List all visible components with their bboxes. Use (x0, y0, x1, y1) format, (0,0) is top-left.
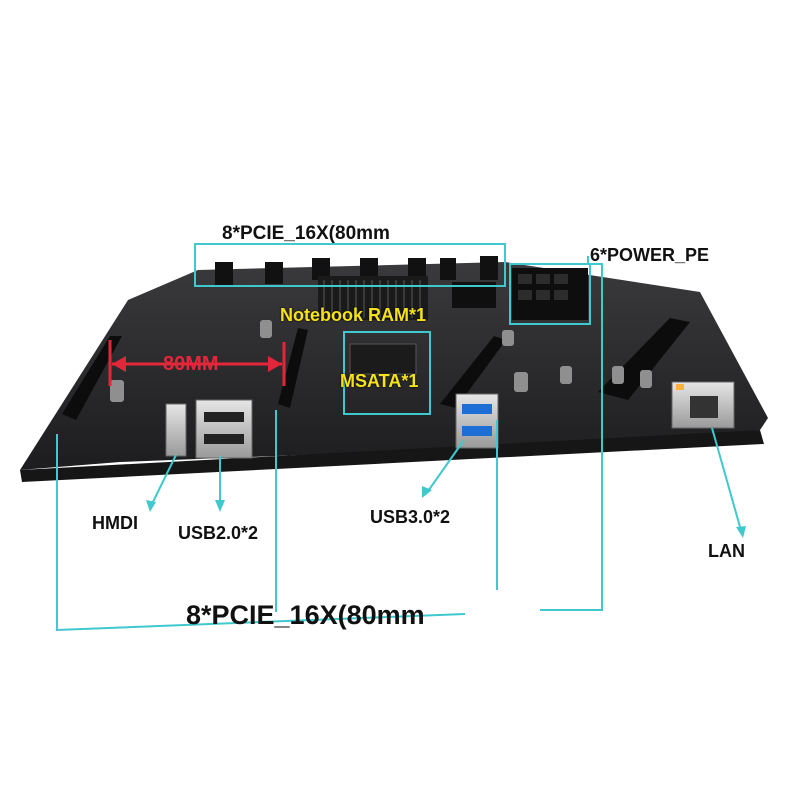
pcie-slot-icon (215, 256, 498, 286)
callout-boxes (194, 243, 591, 415)
callout-lines (56, 244, 743, 632)
capacitor-icon (110, 320, 652, 402)
spacing-label: 80MM (163, 353, 219, 375)
usb-port-icon (455, 393, 499, 449)
pcie-bottom-label: 8*PCIE_16X(80mm (186, 600, 425, 630)
power-label: 6*POWER_PE (590, 245, 710, 265)
msata-socket (349, 343, 417, 375)
usb3-label: USB3.0*2 (370, 507, 451, 527)
dimension-80mm (108, 340, 286, 386)
power-connectors (512, 268, 588, 320)
usb-port-icon (195, 399, 253, 459)
pcie-top-label: 8*PCIE_16X(80mm (222, 223, 390, 244)
msata-label: MSATA*1 (340, 371, 419, 391)
hdmi-port-icon (165, 403, 187, 457)
hdmi-label: HMDI (92, 513, 138, 533)
lan-label: LAN (708, 541, 745, 561)
ethernet-port-icon (671, 381, 735, 429)
ram-label: Notebook RAM*1 (280, 305, 427, 325)
usb2-label: USB2.0*2 (178, 523, 259, 543)
callout-arrowheads (146, 486, 746, 538)
